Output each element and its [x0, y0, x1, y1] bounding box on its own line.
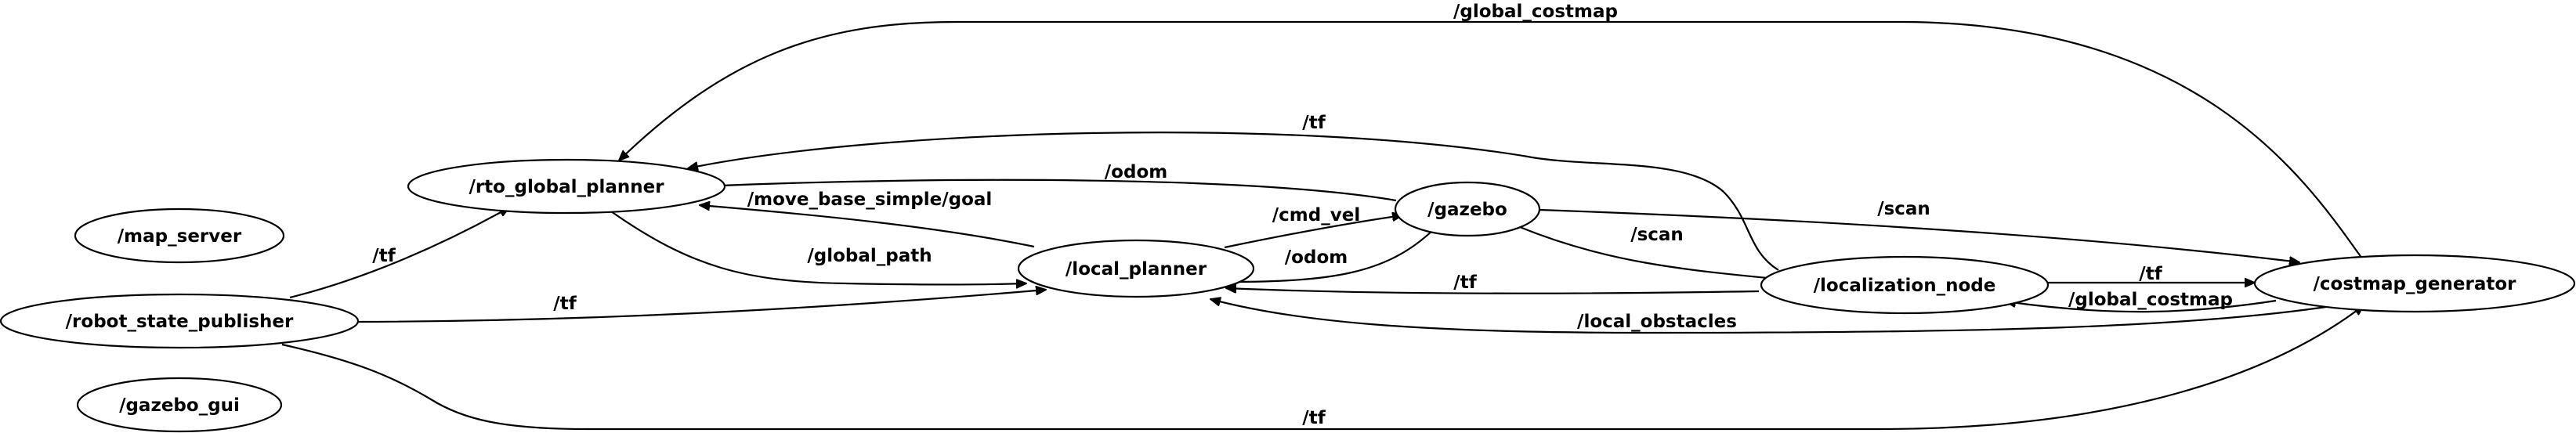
nodes: /rto_global_planner /map_server /robot_s…	[0, 158, 2576, 433]
node-label-rto-global-planner: /rto_global_planner	[469, 177, 664, 197]
edge-scan-localization	[1519, 226, 1784, 280]
edge-label-tf-localization-costmap: /tf	[2139, 264, 2162, 284]
edge-tf-top	[688, 132, 1779, 271]
edge-label-move-base-goal: /move_base_simple/goal	[747, 189, 993, 210]
edge-odom-planner	[701, 179, 1397, 202]
node-label-gazebo-gui: /gazebo_gui	[119, 395, 240, 416]
edge-global-costmap-top	[619, 20, 2368, 267]
edge-move-base-goal	[700, 205, 1035, 248]
node-gazebo-gui[interactable]: /gazebo_gui	[76, 377, 283, 433]
edge-local-obstacles	[1210, 299, 2347, 334]
node-label-costmap-generator: /costmap_generator	[2313, 274, 2516, 294]
edge-label-tf-top: /tf	[1302, 113, 1326, 133]
edge-tf-rsp-local	[356, 290, 1046, 323]
edge-label-tf-rsp-planner: /tf	[372, 246, 396, 266]
edge-tf-localization-local	[1226, 288, 1760, 294]
edge-cmd-vel	[1224, 215, 1402, 249]
node-rto-global-planner[interactable]: /rto_global_planner	[407, 158, 726, 215]
node-robot-state-publisher[interactable]: /robot_state_publisher	[0, 293, 360, 349]
edge-scan-costmap	[1539, 208, 2299, 262]
edge-label-tf-bottom: /tf	[1302, 408, 1326, 428]
edge-label-global-costmap-top: /global_costmap	[1453, 2, 1618, 22]
edge-global-costmap-bottom	[2006, 301, 2277, 313]
node-localization-node[interactable]: /localization_node	[1760, 255, 2050, 315]
edge-label-cmd-vel: /cmd_vel	[1272, 205, 1360, 226]
edge-label-scan-costmap: /scan	[1877, 199, 1930, 219]
edge-label-tf-localization-local: /tf	[1453, 272, 1477, 293]
node-label-map-server: /map_server	[118, 226, 242, 247]
node-gazebo[interactable]: /gazebo	[1394, 181, 1541, 237]
edge-tf-bottom	[281, 305, 2364, 431]
node-costmap-generator[interactable]: /costmap_generator	[2253, 254, 2576, 313]
edge-label-tf-rsp-local: /tf	[553, 294, 577, 314]
edge-label-scan-localization: /scan	[1630, 225, 1684, 245]
node-local-planner[interactable]: /local_planner	[1017, 239, 1255, 298]
edge-label-odom-planner: /odom	[1105, 162, 1167, 182]
edge-label-local-obstacles: /local_obstacles	[1577, 312, 1737, 332]
edges: /global_costmap /tf /odom /move_base_sim…	[281, 2, 2368, 431]
edge-odom-local	[1226, 229, 1435, 282]
node-label-local-planner: /local_planner	[1065, 259, 1207, 280]
edge-global-path	[610, 211, 1026, 285]
node-label-gazebo: /gazebo	[1427, 200, 1507, 220]
edge-tf-rsp-planner	[289, 207, 509, 299]
edge-label-global-costmap-bottom: /global_costmap	[2068, 290, 2233, 310]
node-map-server[interactable]: /map_server	[74, 207, 285, 264]
edge-label-global-path: /global_path	[807, 246, 932, 266]
node-label-localization-node: /localization_node	[1814, 276, 1996, 296]
node-label-robot-state-publisher: /robot_state_publisher	[66, 312, 294, 332]
edge-label-odom-local: /odom	[1285, 247, 1348, 268]
